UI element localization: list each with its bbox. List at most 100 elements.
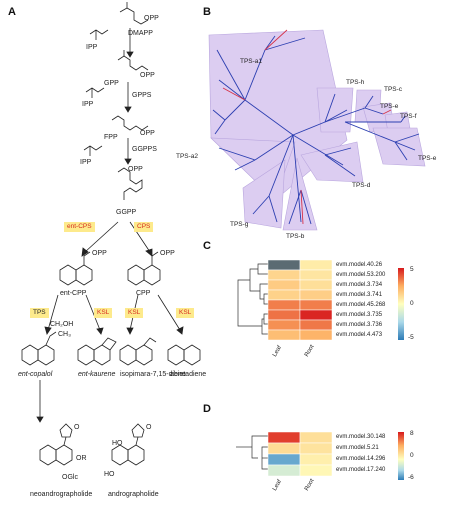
heatmap-c-cell-1-0 [267,269,301,281]
clade-label-tps-b: TPS-b [286,233,305,240]
heatmap-c-cell-3-1 [299,289,333,301]
enzyme-cps: CPS [134,222,154,232]
label-or: OR [76,455,87,462]
label-dmapp: DMAPP [128,30,153,37]
heatmap-c-colorbar [398,268,404,340]
heatmap-c-tick-max: 5 [410,266,414,273]
heatmap-d-grid [267,431,333,477]
label-cpp: CPP [136,290,151,297]
label-neoandrographolide: neoandrographolide [30,491,93,498]
panel-letter-c: C [203,240,211,252]
gpp-structure [117,55,149,71]
heatmap-c-row-label: evm.model.3.735 [336,311,383,318]
cpp-ring-2 [143,264,161,286]
label-ent-copalol: ent-copalol [18,371,53,378]
label-ggpp: GGPP [116,209,137,216]
heatmap-d-cell-3-0 [267,464,301,477]
enzyme-tps: TPS [30,308,49,318]
heatmap-c-row-label: evm.model.40.26 [336,261,383,268]
cpp-ring-1 [127,264,145,286]
heatmap-c-tick-min: -5 [408,334,414,341]
heatmap-c-row-label: evm.model.45.268 [336,301,386,308]
ent-kaurene-ring-1 [77,344,95,366]
heatmap-c-cell-7-0 [267,329,301,341]
arrow-tps [47,294,59,331]
label-ent-cpp: ent-CPP [60,290,87,297]
heatmap-c-cell-6-0 [267,319,301,331]
label-ho-2: HO [104,471,115,478]
clade-label-tps-g: TPS-g [230,221,249,228]
heatmap-d-tick-min: -6 [408,474,414,481]
ent-kaurene-ring-2 [93,344,111,366]
label-opp-top: OPP [144,15,159,22]
abietadiene-ring-2 [183,344,201,366]
clade-label-tps-c: TPS-c [384,86,403,93]
label-ch3: CH₃ [58,331,71,338]
label-ggpps: GGPPS [132,146,157,153]
arrow-to-ent-cpp [84,221,119,253]
ent-cpp-ring-1 [59,264,77,286]
label-ipp-1: IPP [86,44,98,51]
label-gpp: GPP [104,80,119,87]
label-isopimara: isopimara-7,15-diene [120,371,186,378]
label-fpp: FPP [104,134,118,141]
heatmap-c-col-root: Root [304,344,316,358]
label-o-1: O [74,424,80,431]
heatmap-d-dendrogram [236,435,268,470]
arrow-ksl-3 [157,294,181,331]
panel-letter-b: B [203,6,211,18]
heatmap-d-cell-2-1 [299,453,333,466]
heatmap-c-cell-2-1 [299,279,333,291]
heatmap-d-colorbar [398,432,404,480]
andrographolide-lactone [131,423,145,438]
label-opp-cpp: OPP [160,250,175,257]
heatmap-c-cell-4-1 [299,299,333,311]
heatmap-c-dendrogram [237,263,268,335]
heatmap-c-cell-3-0 [267,289,301,301]
heatmap-d-row-label: evm.model.30.148 [336,434,386,440]
heatmap-d-cell-1-0 [267,442,301,455]
label-gpps: GPPS [132,92,152,99]
clade-label-tps-a1: TPS-a1 [240,58,263,65]
label-opp-fpp: OPP [140,130,155,137]
clade-shade-tps-d [300,141,364,183]
heatmap-c-cell-1-1 [299,269,333,281]
heatmap-d-cell-2-0 [267,453,301,466]
heatmap-c-row-label: evm.model.53.200 [336,271,386,278]
label-ch2oh: CH₂OH [50,321,74,328]
heatmap-c-col-leaf: Leaf [272,344,284,358]
heatmap-d-col-leaf: Leaf [272,478,284,492]
clade-label-tps-a2: TPS-a2 [176,153,199,160]
clade-label-tps-e-1: TPS-e [380,103,399,110]
heatmap-d-cell-0-0 [267,431,301,444]
neoandrographolide-ring-1 [39,444,57,466]
heatmap-c-cell-5-1 [299,309,333,321]
heatmap-c-cell-5-0 [267,309,301,321]
label-opp-ggpp: OPP [128,166,143,173]
clade-label-tps-d: TPS-d [352,182,371,189]
heatmap-d-row-label: evm.model.5.21 [336,445,379,451]
dmapp-structure [119,7,149,25]
label-ipp-2: IPP [82,101,94,108]
enzyme-ent-cps: ent-CPS [64,222,95,232]
ent-copalol-ring-2 [37,344,55,366]
heatmap-c-row-label: evm.model.3.734 [336,281,383,288]
label-andrographolide: andrographolide [108,491,159,498]
ggpp-structure [117,167,143,200]
heatmap-c-grid [267,259,333,341]
label-ho-1: HO [112,440,123,447]
enzyme-ksl-2: KSL [125,308,144,318]
ipp-structure-3 [83,145,103,151]
ent-cpp-ring-2 [75,264,93,286]
label-opp-gpp: OPP [140,72,155,79]
heatmap-c-tick-mid: 0 [410,300,414,307]
neoandrographolide-lactone [59,423,73,438]
heatmap-d-cell-0-1 [299,431,333,444]
panel-letter-a: A [8,6,16,18]
heatmap-c-cell-0-1 [299,259,333,271]
heatmap-d-cell-3-1 [299,464,333,477]
label-ipp-3: IPP [80,159,92,166]
heatmap-d-col-root: Root [304,478,316,492]
tree-highlight-branches [222,29,392,225]
heatmap-c-row-label: evm.model.3.741 [336,291,383,298]
